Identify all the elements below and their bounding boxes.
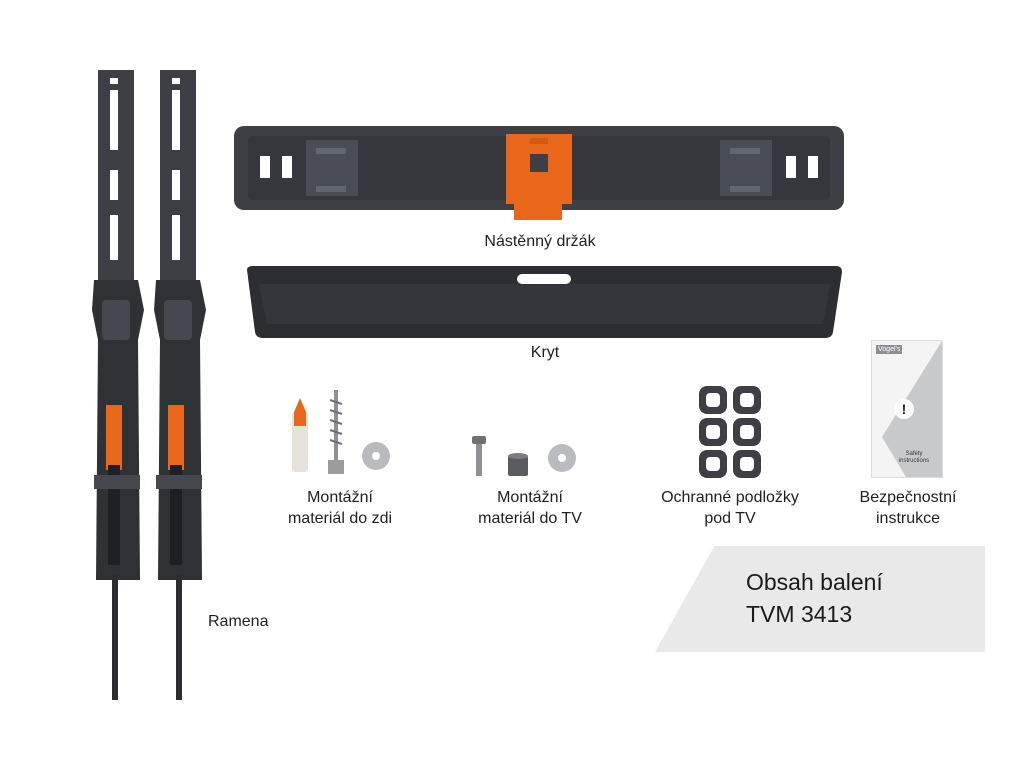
wall-hardware-illustration (292, 390, 390, 474)
card-brand: Vogel's (876, 345, 903, 354)
title-line2: TVM 3413 (746, 601, 853, 627)
tv-hardware-illustration (472, 436, 576, 476)
exclamation-icon: ! (901, 401, 907, 417)
card-graphic (882, 341, 942, 477)
label-wall-bracket: Nástěnný držák (484, 233, 596, 250)
safety-instructions-card: Vogel's ! Safety instructions (872, 341, 942, 477)
label-wall-hardware-line1: Montážní (307, 489, 373, 506)
page-title: Obsah balení TVM 3413 (746, 566, 883, 630)
label-safety-line1: Bezpečnostní (859, 489, 957, 506)
wall-bracket-illustration (234, 126, 844, 220)
card-text-line1: Safety (905, 451, 923, 457)
washer-icon (548, 444, 576, 472)
wall-plug-icon (292, 398, 308, 472)
washer-icon (362, 442, 390, 470)
bolt-icon (472, 436, 486, 476)
label-pads-line2: pod TV (704, 510, 756, 527)
label-pads: Ochranné podložky pod TV (640, 487, 820, 529)
pads-illustration (699, 386, 761, 478)
label-tv-hardware: Montážní materiál do TV (460, 487, 600, 529)
label-tv-hardware-line1: Montážní (497, 489, 563, 506)
arms-illustration (92, 70, 206, 700)
title-panel (655, 546, 985, 652)
label-pads-line1: Ochranné podložky (661, 489, 799, 506)
arm-right (154, 70, 206, 700)
title-line1: Obsah balení (746, 569, 883, 595)
label-tv-hardware-line2: materiál do TV (478, 510, 582, 527)
spacer-icon (508, 453, 528, 476)
label-wall-hardware-line2: materiál do zdi (287, 510, 393, 527)
screw-icon (328, 390, 344, 474)
cover-illustration (247, 266, 842, 338)
label-safety-line2: instrukce (875, 510, 941, 527)
label-wall-hardware: Montážní materiál do zdi (270, 487, 410, 529)
label-safety: Bezpečnostní instrukce (840, 487, 976, 529)
arm-left (92, 70, 144, 700)
label-arms: Ramena (208, 613, 269, 630)
card-text-line2: instructions (898, 458, 930, 464)
label-cover: Kryt (530, 344, 560, 361)
card-text: Safety instructions (890, 451, 938, 465)
